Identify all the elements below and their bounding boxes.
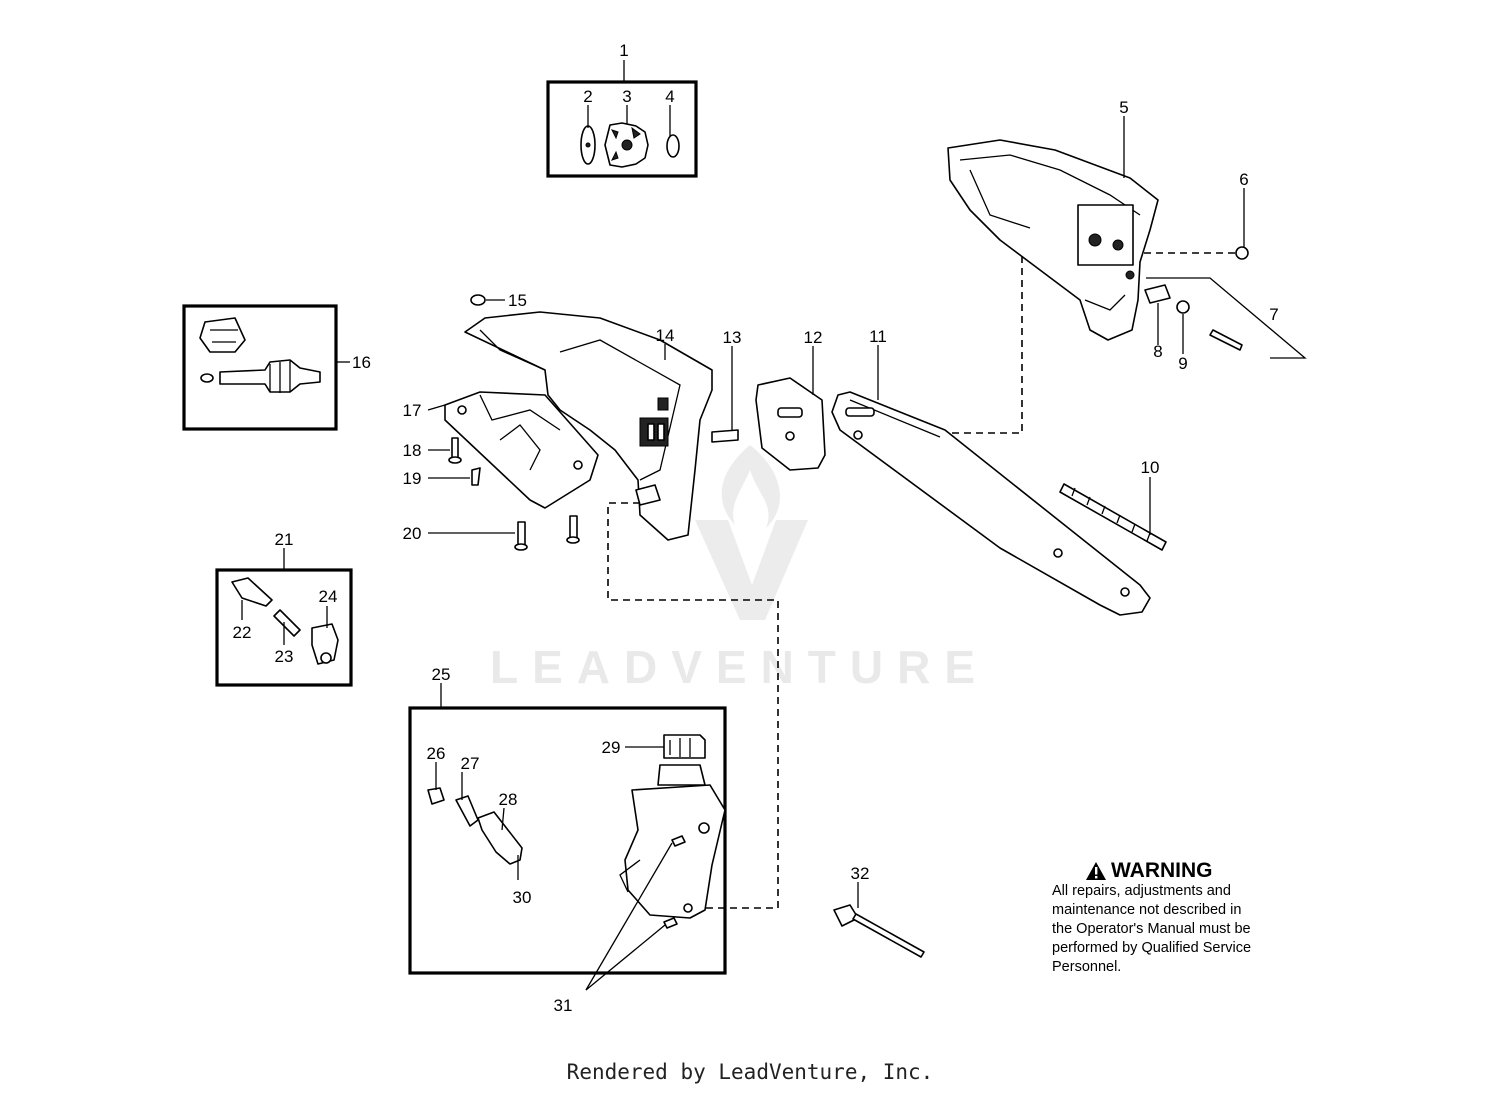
screw-part-19 bbox=[471, 467, 481, 486]
ref-number-24: 24 bbox=[319, 587, 338, 606]
ref-number-17: 17 bbox=[403, 401, 422, 420]
ref-number-1: 1 bbox=[619, 41, 628, 60]
warning-heading: WARNING bbox=[1085, 860, 1302, 882]
oil-tank-part bbox=[624, 784, 726, 919]
ref-number-4: 4 bbox=[665, 87, 674, 106]
oil-tank-kit-parts bbox=[427, 734, 726, 929]
warning-title: WARNING bbox=[1111, 859, 1213, 882]
ref-number-27: 27 bbox=[461, 754, 480, 773]
gearbox-part bbox=[444, 391, 599, 509]
ref-number-30: 30 bbox=[513, 888, 532, 907]
saw-chain-part bbox=[1059, 483, 1167, 551]
ref-number-14: 14 bbox=[656, 326, 675, 345]
leadventure-logo-icon bbox=[695, 445, 808, 620]
warning-triangle-icon bbox=[1086, 862, 1106, 880]
ref-number-11: 11 bbox=[869, 327, 887, 346]
warning-body: All repairs, adjustments and maintenance… bbox=[1052, 883, 1252, 975]
callout-line-7 bbox=[1146, 277, 1307, 359]
callout-lines bbox=[241, 60, 1245, 991]
ref-number-8: 8 bbox=[1153, 342, 1162, 361]
guide-bar-part bbox=[831, 391, 1151, 616]
ref-number-20: 20 bbox=[403, 524, 422, 543]
ref-number-10: 10 bbox=[1141, 458, 1160, 477]
ref-number-6: 6 bbox=[1239, 170, 1248, 189]
oil-cap-part bbox=[663, 734, 706, 759]
ref-number-32: 32 bbox=[851, 864, 870, 883]
ref-number-31: 31 bbox=[554, 996, 573, 1015]
ref-number-25: 25 bbox=[432, 665, 451, 684]
screw-part-18 bbox=[451, 437, 459, 459]
ref-number-16: 16 bbox=[352, 353, 371, 372]
ref-number-21: 21 bbox=[275, 530, 294, 549]
screw-part bbox=[1209, 329, 1243, 351]
warning-notice: WARNING All repairs, adjustments and mai… bbox=[1052, 860, 1302, 977]
screw-part-20a bbox=[517, 521, 526, 546]
bar-stud-part bbox=[711, 429, 739, 443]
ref-number-13: 13 bbox=[723, 328, 742, 347]
adjuster-part bbox=[1144, 284, 1171, 304]
assembly-line-oil-tank bbox=[607, 502, 779, 909]
ref-number-3: 3 bbox=[622, 87, 631, 106]
bar-plate-part bbox=[755, 377, 826, 471]
e-clip-part bbox=[666, 134, 680, 158]
ref-number-29: 29 bbox=[602, 738, 621, 757]
gear-kit-parts bbox=[199, 317, 321, 393]
ref-number-28: 28 bbox=[499, 790, 518, 809]
wrench-part bbox=[833, 904, 925, 958]
nut-part bbox=[1235, 246, 1249, 260]
ref-number-23: 23 bbox=[275, 647, 294, 666]
kit-box-25 bbox=[408, 706, 727, 975]
kit-box-16 bbox=[182, 304, 338, 431]
assembly-line-bar-to-cover bbox=[940, 252, 1238, 434]
sprocket-kit-parts bbox=[580, 122, 680, 168]
washer-part-9 bbox=[1176, 300, 1190, 314]
ref-number-2: 2 bbox=[583, 87, 592, 106]
ref-number-7: 7 bbox=[1269, 305, 1278, 324]
watermark: LEADVENTURE bbox=[490, 445, 989, 693]
nut-part-15 bbox=[470, 294, 486, 306]
footer-credit: Rendered by LeadVenture, Inc. bbox=[566, 1060, 934, 1084]
reference-numbers: 1 2 3 4 5 6 7 8 9 10 11 12 13 14 15 16 1… bbox=[233, 41, 1279, 1015]
ref-number-26: 26 bbox=[427, 744, 446, 763]
ref-number-18: 18 bbox=[403, 441, 422, 460]
kit-box-1 bbox=[546, 80, 698, 178]
side-cover-part bbox=[947, 139, 1159, 341]
gear-housing-part bbox=[464, 311, 713, 541]
ref-number-22: 22 bbox=[233, 623, 252, 642]
ref-number-15: 15 bbox=[508, 291, 527, 310]
screw-part-20b bbox=[569, 515, 578, 539]
oil-pump-kit-parts bbox=[231, 577, 339, 665]
ref-number-19: 19 bbox=[403, 469, 422, 488]
watermark-text: LEADVENTURE bbox=[490, 641, 989, 693]
ref-number-9: 9 bbox=[1178, 354, 1187, 373]
ref-number-5: 5 bbox=[1119, 98, 1128, 117]
ref-number-12: 12 bbox=[804, 328, 823, 347]
